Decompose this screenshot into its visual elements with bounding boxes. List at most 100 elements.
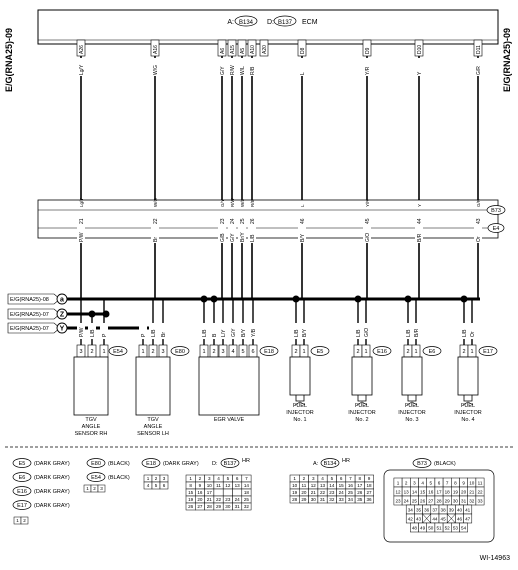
b73-pin-label: 24 [230, 218, 236, 224]
legend-b137-pin: 16 [197, 490, 203, 495]
injector-nozzle [357, 395, 367, 402]
wire-color-bg [300, 323, 308, 339]
legend-b137-pin: 21 [207, 497, 213, 502]
component-wire-color: L/B [151, 329, 157, 337]
legend-b137-pin: 4 [217, 476, 220, 481]
legend-b137-pin: 6 [236, 476, 239, 481]
component-pin: 3 [161, 349, 164, 355]
b73-wire-label: R/W [230, 198, 235, 208]
legend-b134-pin: 35 [357, 497, 363, 502]
legend-b73-pin: 4 [421, 481, 424, 486]
legend-b73-pin: 50 [428, 526, 434, 531]
legend-connector-id: E5 [19, 461, 26, 467]
legend-b137-cell [222, 488, 233, 497]
legend-b134-pin: 33 [339, 497, 345, 502]
b73-pin-label: 21 [79, 218, 85, 224]
legend-b134-pin: 26 [357, 490, 363, 495]
wire-color-top: W/L [240, 66, 246, 75]
legend-b134-pin: 28 [292, 497, 298, 502]
component-wire-color: B/Y [302, 328, 308, 337]
injector-spray [406, 401, 418, 406]
legend-b73-pin: 30 [453, 499, 459, 504]
legend-b73-pin: 6 [438, 481, 441, 486]
legend-b73-pin: 52 [445, 526, 451, 531]
legend-b73-pin: 47 [465, 517, 471, 522]
component-wire-color: P/W [79, 327, 85, 337]
wire-color-top: W/G [153, 65, 159, 75]
ecm-pin-box [227, 39, 237, 57]
legend-connector-oval [320, 458, 340, 468]
wire-color-lower: G/O [365, 233, 371, 242]
component-wire-color: P [102, 333, 108, 337]
wires-layer [80, 56, 479, 299]
legend-connector-oval [220, 458, 240, 468]
legend-b73-pin: 38 [441, 508, 447, 513]
component-body [73, 356, 109, 416]
component-pin: 3 [79, 349, 82, 355]
legend-b73-pin: 25 [412, 499, 418, 504]
wire-color-bg [354, 323, 362, 339]
ecm-pin-box [297, 39, 307, 57]
connector-oval [108, 346, 128, 356]
legend-b73-pin: 46 [457, 517, 463, 522]
legend-b137-pin: 5 [227, 476, 230, 481]
wire-color-top: G/R [476, 66, 482, 75]
legend-b73-pin: 7 [446, 481, 449, 486]
legend-b73-pin: 1 [397, 481, 400, 486]
component-pin: 4 [231, 349, 234, 355]
legend-b73-pin: 3 [413, 481, 416, 486]
component-wire-color: L/B [202, 329, 208, 337]
wire-color-lower: G/Y [230, 233, 236, 242]
injector-nozzle [407, 395, 417, 402]
splice-letter-circle [56, 308, 68, 320]
legend-b134-pin: 5 [331, 476, 334, 481]
legend-small-pin: 2 [23, 518, 26, 523]
component-pin: 1 [414, 349, 417, 355]
legend-b137-pin: 9 [199, 483, 202, 488]
legend-b137-pin: 19 [188, 497, 194, 502]
splice-ref-tag [7, 308, 61, 320]
component-wire-color: G/O [364, 328, 370, 337]
component-name: ANGLE [144, 424, 163, 430]
connector-id: E17 [483, 349, 493, 355]
legend-e18-pin: 5 [155, 483, 158, 488]
wire-color-bg [474, 227, 482, 243]
component-pin: 2 [356, 349, 359, 355]
splice-letter: a [60, 297, 64, 304]
connector-oval [422, 346, 442, 356]
legend-b137-pin: 31 [235, 504, 241, 509]
component-pin: 3 [221, 349, 224, 355]
legend-b137-pin: 7 [245, 476, 248, 481]
legend-b137-pin: 12 [225, 483, 231, 488]
ecm-pin-box [473, 39, 483, 57]
wire-color-bg [460, 323, 468, 339]
legend-connector-oval [141, 458, 161, 468]
legend-b73-pin: 48 [412, 526, 418, 531]
wire-color-lower: Br/Y [240, 232, 246, 242]
legend-connector-color: (DARK GRAY) [34, 489, 70, 495]
legend-b137-pin: 8 [189, 483, 192, 488]
legend-b137-pin: 1 [189, 476, 192, 481]
ecm-pin-label: D9 [365, 47, 371, 54]
legend-b73-pin: 39 [449, 508, 455, 513]
wire-color-bg [218, 227, 226, 243]
legend-e18-pin: 2 [155, 476, 158, 481]
legend-b73-pin: 9 [462, 481, 465, 486]
component-wire-color: L/Y [221, 329, 227, 337]
connector-oval [478, 346, 498, 356]
component-name: INJECTOR [348, 410, 375, 416]
splice-letter: Y [60, 326, 65, 333]
component-pin: 1 [302, 349, 305, 355]
legend-e18-pin: 1 [147, 476, 150, 481]
b73-pin-label: 44 [417, 218, 423, 224]
legend-connector-color: (BLACK) [108, 461, 130, 467]
legend-b73-pin: 17 [436, 490, 442, 495]
wire-color-bg [200, 323, 208, 339]
legend-b134-pin: 18 [366, 483, 372, 488]
component-name: TGV [85, 417, 97, 423]
ecm-name: ECM [302, 19, 318, 26]
b73-wire-label: G/R [476, 198, 481, 207]
ecm-d-oval [273, 15, 297, 27]
page-code-right: E/G(RNA25)-09 [502, 28, 512, 92]
